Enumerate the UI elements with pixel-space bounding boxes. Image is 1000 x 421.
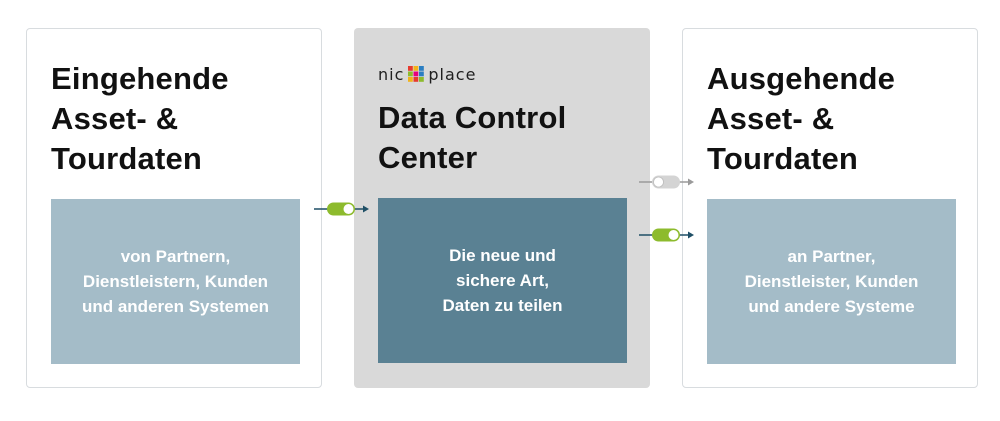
- data-control-center-panel: nic place Data Control Center Die neue u…: [354, 28, 650, 388]
- logo-square: [419, 66, 425, 71]
- center-title-line: Center: [378, 140, 478, 175]
- logo-text-left: nic: [378, 64, 405, 84]
- center-description-line: sichere Art,: [456, 271, 549, 290]
- outgoing-connector-inactive[interactable]: [638, 172, 696, 192]
- incoming-title-line: Eingehende: [51, 61, 229, 96]
- outgoing-connector-active[interactable]: [638, 225, 696, 245]
- incoming-description-line: Dienstleistern, Kunden: [82, 272, 269, 291]
- outgoing-description-line: Dienstleister, Kunden: [744, 272, 919, 291]
- logo-square: [413, 77, 419, 82]
- center-description-line: Die neue und: [449, 246, 556, 265]
- center-title-line: Data Control: [378, 100, 567, 135]
- center-description-line: Daten zu teilen: [442, 296, 563, 315]
- outgoing-data-panel: Ausgehende Asset- & Tourdaten an Partner…: [682, 28, 978, 388]
- logo-square: [408, 77, 414, 82]
- outgoing-description-box: an Partner, Dienstleister, Kunden und an…: [707, 199, 956, 364]
- outgoing-title: Ausgehende Asset- & Tourdaten: [707, 59, 895, 179]
- outgoing-title-line: Tourdaten: [707, 141, 859, 176]
- incoming-connector[interactable]: [313, 199, 371, 219]
- nicplace-logo: nic place: [378, 64, 477, 84]
- outgoing-description-line: an Partner,: [787, 247, 876, 266]
- logo-square: [419, 77, 425, 82]
- incoming-title-line: Tourdaten: [51, 141, 203, 176]
- outgoing-description-line: und andere Systeme: [748, 297, 915, 316]
- center-description-box: Die neue und sichere Art, Daten zu teile…: [378, 198, 627, 363]
- incoming-title: Eingehende Asset- & Tourdaten: [51, 59, 229, 179]
- logo-square: [408, 71, 414, 77]
- center-title: Data Control Center: [378, 98, 566, 178]
- logo-square: [408, 66, 414, 71]
- incoming-title-line: Asset- &: [51, 101, 179, 136]
- incoming-description-box: von Partnern, Dienstleistern, Kunden und…: [51, 199, 300, 364]
- outgoing-title-line: Asset- &: [707, 101, 835, 136]
- incoming-data-panel: Eingehende Asset- & Tourdaten von Partne…: [26, 28, 322, 388]
- incoming-description-line: und anderen Systemen: [81, 297, 270, 316]
- incoming-description-line: von Partnern,: [120, 247, 231, 266]
- logo-square: [419, 71, 425, 77]
- logo-square: [413, 66, 419, 71]
- logo-text-right: place: [428, 64, 477, 84]
- outgoing-title-line: Ausgehende: [707, 61, 896, 96]
- nicplace-logo-mark-icon: [408, 66, 425, 82]
- logo-square: [413, 71, 419, 77]
